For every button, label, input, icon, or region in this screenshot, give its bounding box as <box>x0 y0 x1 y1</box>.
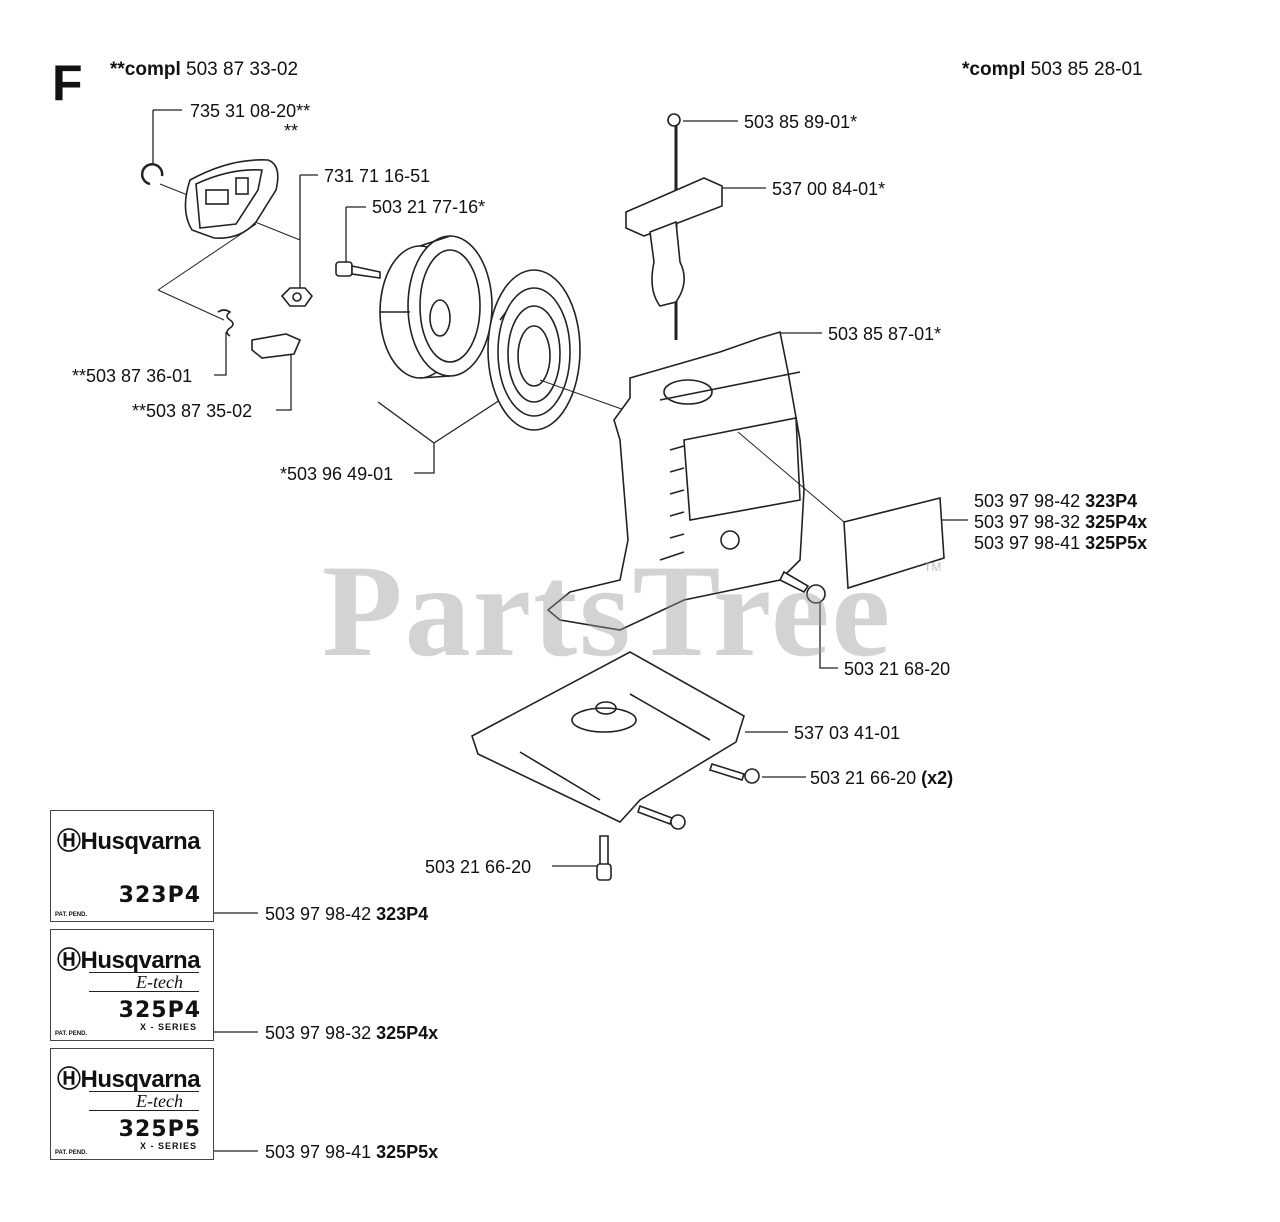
decal-sheet <box>843 496 945 590</box>
husqvarna-logo: ⒽHusqvarna <box>57 821 201 856</box>
starter-housing <box>546 330 805 631</box>
decal-323p4: ⒽHusqvarna 323P4 PAT. PEND. <box>50 810 214 922</box>
crown-h-icon: Ⓗ <box>57 828 81 855</box>
compl-right-key: *compl <box>962 59 1026 80</box>
rope-pulley <box>379 235 493 379</box>
part-label-50397-41[interactable]: 503 97 98-41 325P5x <box>974 533 1147 553</box>
etech-label: E-tech <box>89 972 199 992</box>
section-letter: F <box>52 55 83 111</box>
part-label-decal-3[interactable]: 503 97 98-41 325P5x <box>265 1142 438 1162</box>
compl-right-number: 503 85 28-01 <box>1030 59 1143 80</box>
model-name: 325P4x <box>376 1023 439 1043</box>
model-name: 325P5x <box>376 1142 439 1162</box>
watermark-tm: TM <box>924 560 942 574</box>
part-number: 503 97 98-42 <box>974 491 1081 511</box>
base-plate <box>471 651 745 823</box>
part-label-50321-66a[interactable]: 503 21 66-20 (x2) <box>810 768 953 788</box>
part-number: 503 97 98-41 <box>265 1142 372 1162</box>
recoil-spring <box>487 269 581 431</box>
screw-part-4 <box>636 804 686 830</box>
part-label-53703[interactable]: 537 03 41-01 <box>794 723 901 743</box>
watermark: PartsTree <box>322 537 893 684</box>
part-label-50396[interactable]: *503 96 49-01 <box>280 464 394 484</box>
part-number: 503 97 98-41 <box>974 533 1081 553</box>
part-label-50387-35[interactable]: **503 87 35-02 <box>132 401 253 421</box>
series-text: X - SERIES <box>139 1022 197 1032</box>
brand-name: Husqvarna <box>80 828 201 855</box>
leader-731 <box>299 174 318 292</box>
part-label-50321-68[interactable]: 503 21 68-20 <box>844 659 951 679</box>
model-name: 323P4 <box>1085 491 1138 511</box>
pat-pend-text: PAT. PEND. <box>55 912 88 918</box>
leader-50321-77 <box>345 206 366 262</box>
brand-name: Husqvarna <box>80 947 201 974</box>
nut-part <box>280 287 314 307</box>
pat-pend-text: PAT. PEND. <box>55 1150 88 1156</box>
crown-h-icon: Ⓗ <box>57 1066 81 1093</box>
part-label-53700[interactable]: 537 00 84-01* <box>772 179 886 199</box>
part-label-50397-42[interactable]: 503 97 98-42 323P4 <box>974 491 1137 511</box>
screw-part-2 <box>778 570 826 604</box>
husqvarna-logo: ⒽHusqvarna <box>57 940 201 975</box>
part-label-50321-66b[interactable]: 503 21 66-20 <box>425 857 532 877</box>
decal-325p5: ⒽHusqvarna E-tech 325P5 X - SERIES PAT. … <box>50 1048 214 1160</box>
pawl-spring <box>217 309 234 337</box>
model-name: 325P4x <box>1085 512 1148 532</box>
model-name: 323P4 <box>376 904 429 924</box>
model-badge: 323P4 <box>118 883 201 908</box>
compl-left-number: 503 87 33-02 <box>186 59 299 80</box>
part-label-50321-77[interactable]: 503 21 77-16* <box>372 197 486 217</box>
part-number: 503 97 98-32 <box>974 512 1081 532</box>
screw-part-5 <box>596 835 612 881</box>
screw-part-3 <box>708 763 760 784</box>
model-badge: 325P5 <box>118 1117 201 1142</box>
model-badge: 325P4 <box>118 998 201 1023</box>
decal-325p4: ⒽHusqvarna E-tech 325P4 X - SERIES PAT. … <box>50 929 214 1041</box>
part-label-50387-36[interactable]: **503 87 36-01 <box>72 366 193 386</box>
leader-50321-68 <box>819 600 838 669</box>
circlip-part <box>140 163 164 186</box>
rope-end-knot <box>667 113 681 127</box>
compl-right: *compl 503 85 28-01 <box>962 59 1143 81</box>
leader-50387-36 <box>214 332 227 376</box>
pat-pend-text: PAT. PEND. <box>55 1031 88 1037</box>
crown-h-icon: Ⓗ <box>57 947 81 974</box>
husqvarna-logo: ⒽHusqvarna <box>57 1059 201 1094</box>
starter-handle <box>625 177 723 307</box>
part-number: 503 97 98-32 <box>265 1023 372 1043</box>
compl-left-key: **compl <box>110 59 181 80</box>
brand-name: Husqvarna <box>80 1066 201 1093</box>
leader-735 <box>152 109 182 165</box>
part-number: 503 21 66-20 <box>810 768 917 788</box>
series-text: X - SERIES <box>139 1141 197 1151</box>
screw-part-1 <box>335 261 381 279</box>
etech-label: E-tech <box>89 1091 199 1111</box>
part-label-decal-2[interactable]: 503 97 98-32 325P4x <box>265 1023 438 1043</box>
part-label-731[interactable]: 731 71 16-51 <box>324 166 431 186</box>
leader-50396 <box>377 399 501 474</box>
leader-50387-35 <box>276 355 292 411</box>
pawl-part <box>251 333 302 359</box>
part-label-50385-89[interactable]: 503 85 89-01* <box>744 112 858 132</box>
part-label-50385-87[interactable]: 503 85 87-01* <box>828 324 942 344</box>
compl-left: **compl 503 87 33-02 <box>110 59 298 81</box>
part-label-735[interactable]: 735 31 08-20** <box>190 101 311 121</box>
quantity: (x2) <box>921 768 954 788</box>
part-label-stars: ** <box>284 121 299 141</box>
part-label-decal-1[interactable]: 503 97 98-42 323P4 <box>265 904 428 924</box>
model-name: 325P5x <box>1085 533 1148 553</box>
part-number: 503 97 98-42 <box>265 904 372 924</box>
part-label-50397-32[interactable]: 503 97 98-32 325P4x <box>974 512 1147 532</box>
starter-pawl-plate <box>184 159 279 239</box>
